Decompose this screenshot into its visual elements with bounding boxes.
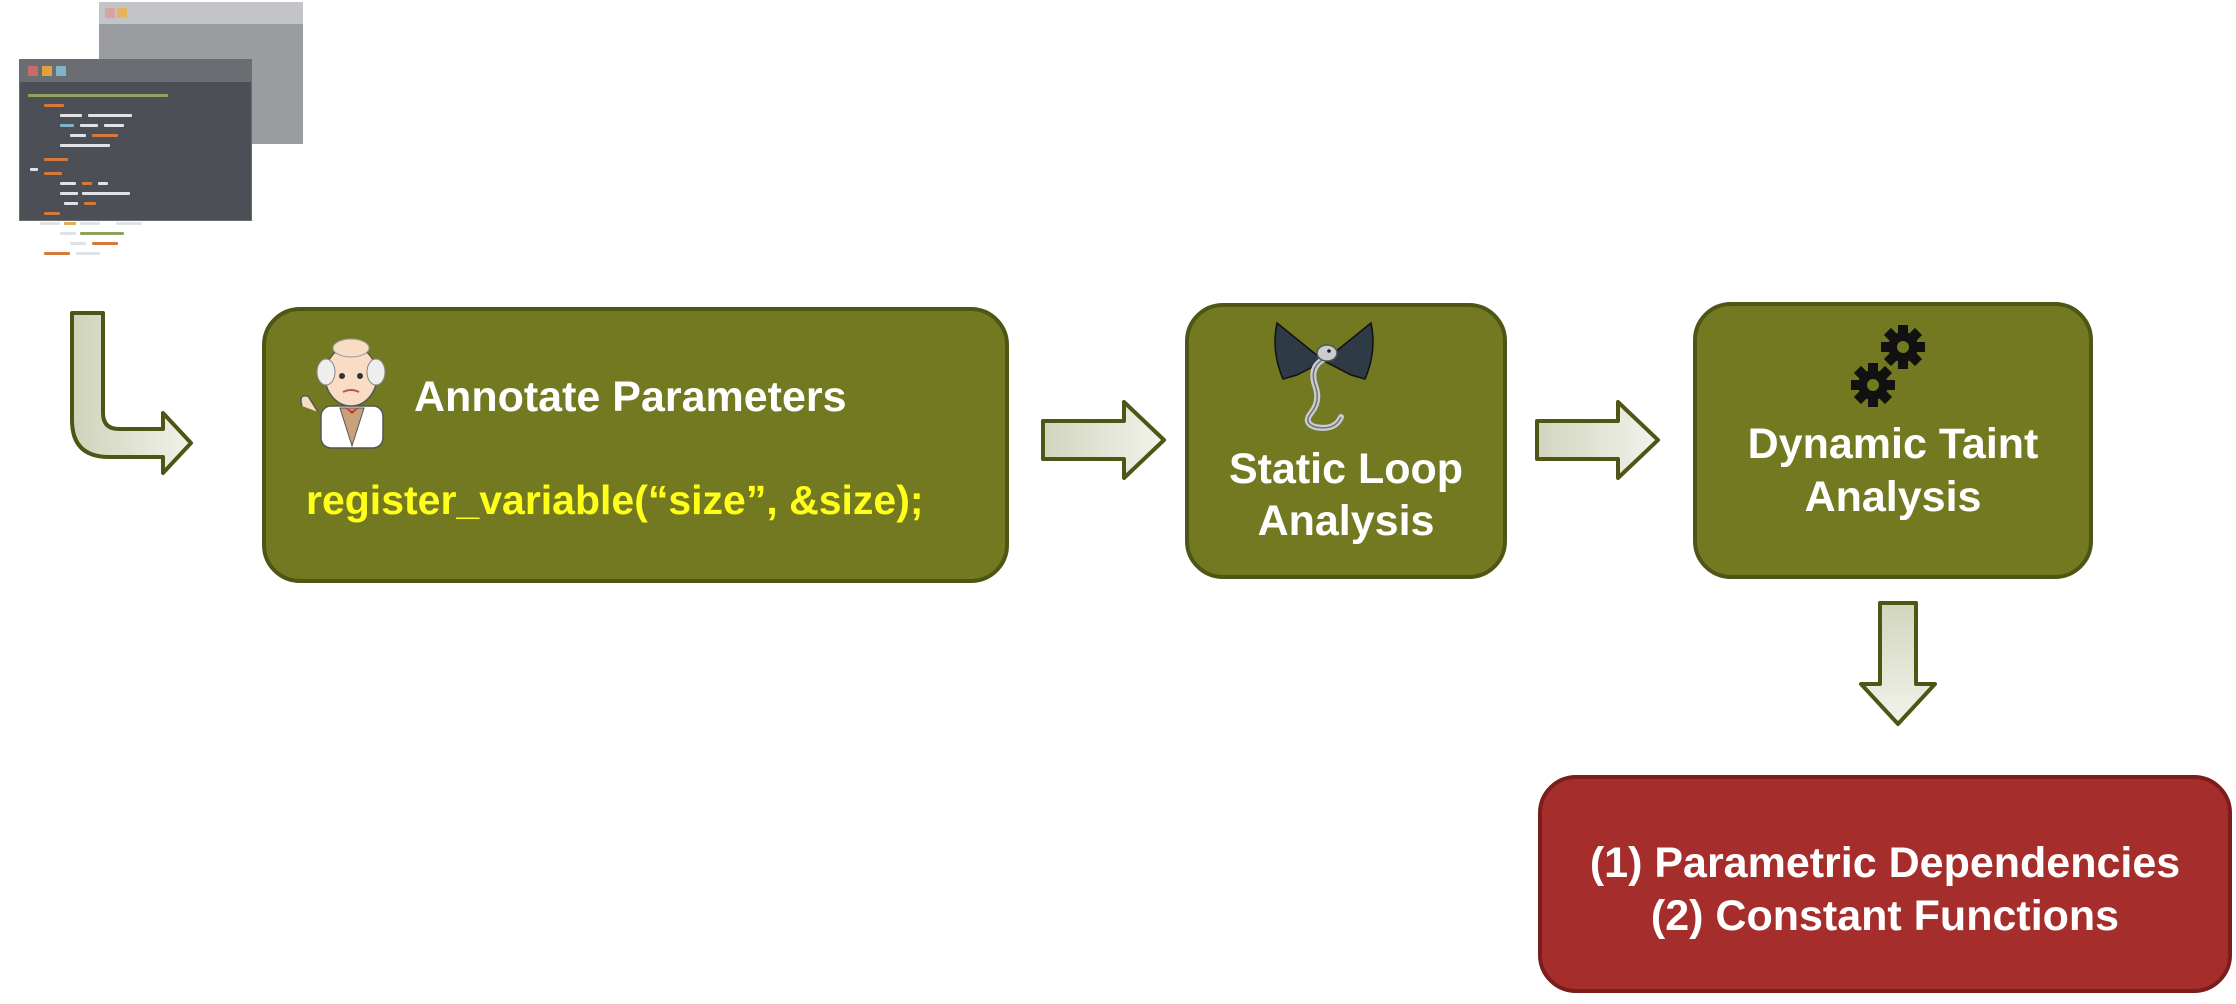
- result-text: (1) Parametric Dependencies (2) Constant…: [1542, 837, 2228, 943]
- bent-arrow: [70, 311, 193, 475]
- window-titlebar: [99, 2, 303, 24]
- right-arrow: [1535, 400, 1660, 480]
- window-titlebar: [20, 60, 251, 82]
- scientist-icon: [300, 338, 386, 449]
- result-box: (1) Parametric Dependencies (2) Constant…: [1538, 775, 2232, 993]
- code-editor-icon: [20, 60, 251, 255]
- annotate-parameters-title: Annotate Parameters: [414, 373, 847, 421]
- result-line-parametric-dependencies: (1) Parametric Dependencies: [1589, 839, 2181, 887]
- dynamic-taint-analysis-box: Dynamic Taint Analysis: [1693, 302, 2093, 579]
- down-arrow: [1859, 601, 1937, 726]
- register-variable-code: register_variable(“size”, &size);: [306, 477, 924, 523]
- static-loop-label-line2: Analysis: [1257, 497, 1435, 545]
- dynamic-taint-label-line1: Dynamic Taint: [1747, 420, 2039, 468]
- result-line-constant-functions: (2) Constant Functions: [1650, 892, 2120, 940]
- annotate-parameters-box: Annotate Parameters register_variable(“s…: [262, 307, 1009, 583]
- llvm-dragon-icon: [1274, 321, 1374, 431]
- static-loop-analysis-box: Static Loop Analysis: [1185, 303, 1507, 579]
- gears-icon: [1851, 325, 1925, 407]
- static-loop-label-line1: Static Loop: [1228, 445, 1464, 493]
- dynamic-taint-label-line2: Analysis: [1804, 473, 1982, 521]
- right-arrow: [1041, 400, 1166, 480]
